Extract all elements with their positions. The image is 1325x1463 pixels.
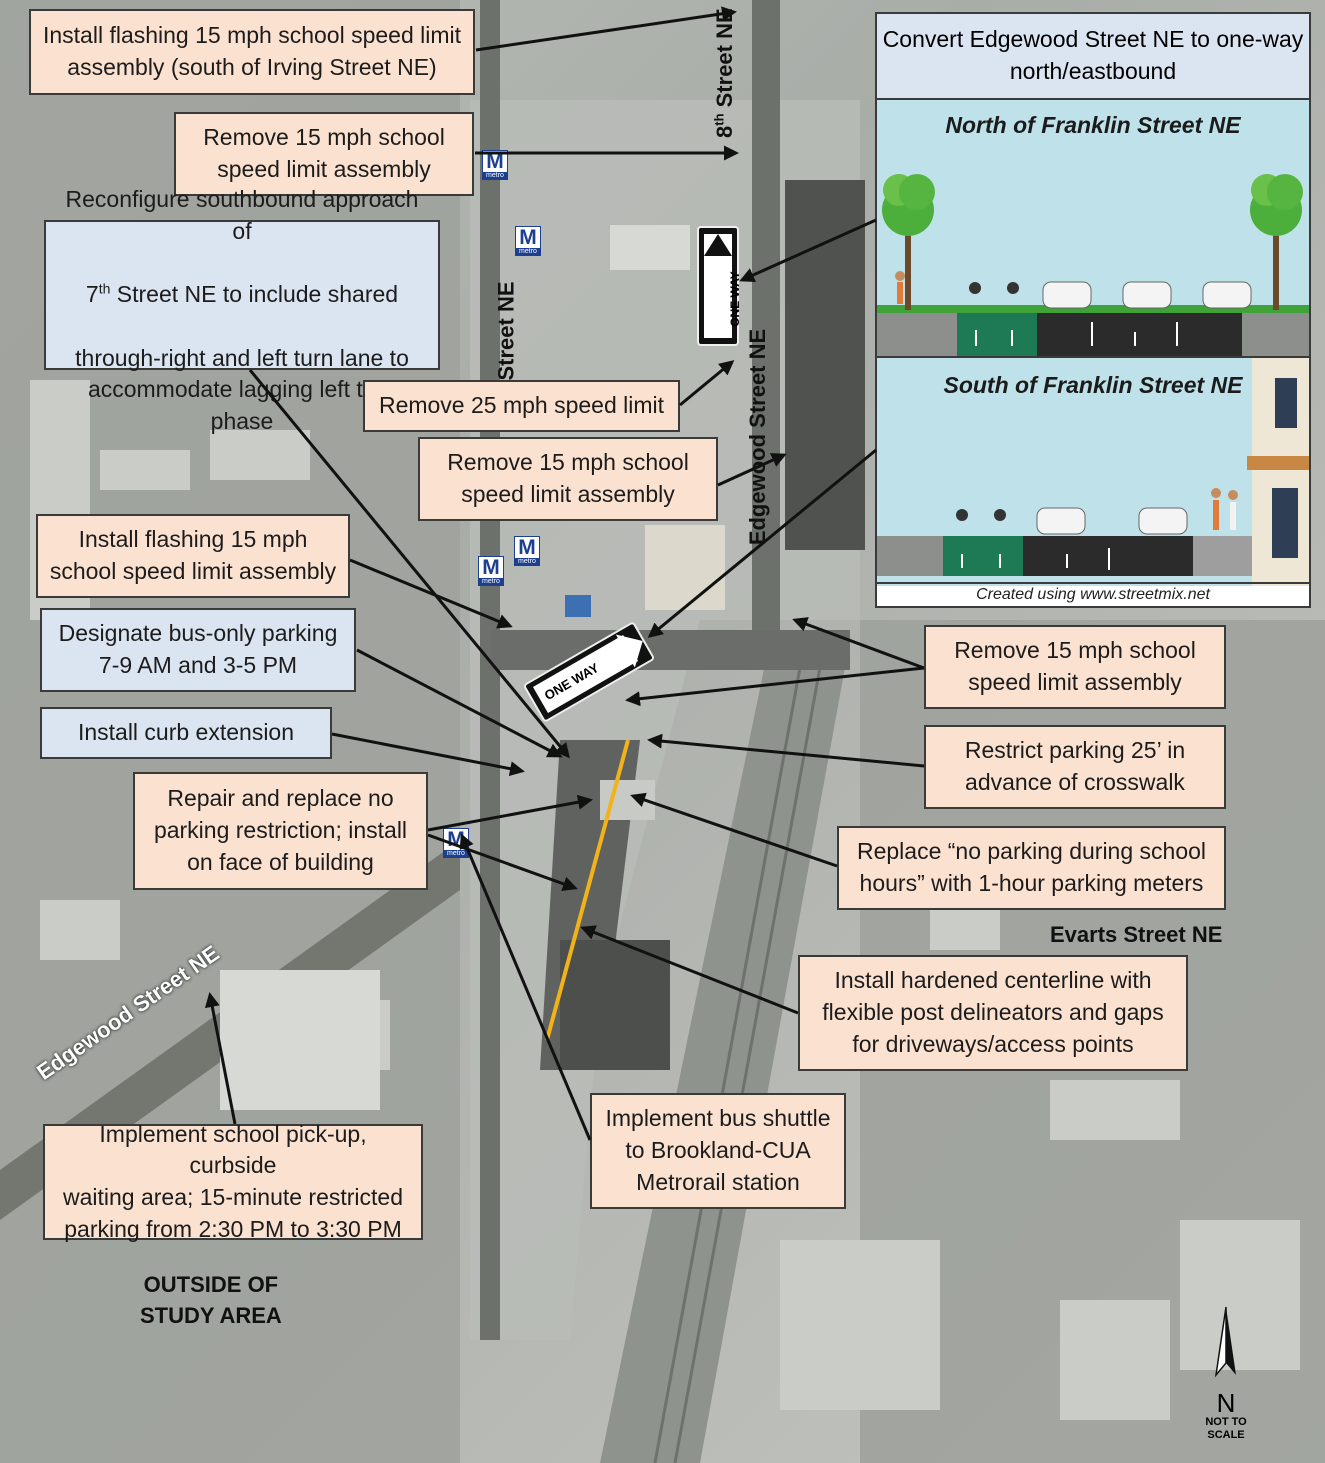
callout-install-flashing-irving: Install flashing 15 mph school speed lim… — [29, 9, 475, 95]
callout-replace-no-parking: Replace “no parking during school hours”… — [837, 826, 1226, 910]
north-section: North of Franklin Street NE — [877, 100, 1309, 356]
callout-install-flashing-15mph: Install flashing 15 mph school speed lim… — [36, 514, 350, 598]
callout-remove-15mph-mid: Remove 15 mph school speed limit assembl… — [418, 437, 718, 521]
south-section: South of Franklin Street NE — [877, 356, 1309, 586]
callout-hardened-centerline: Install hardened centerline with flexibl… — [798, 955, 1188, 1071]
callout-curb-extension: Install curb extension — [40, 707, 332, 759]
callout-bus-only-parking: Designate bus-only parking 7-9 AM and 3-… — [40, 608, 356, 692]
callout-school-pickup: Implement school pick-up, curbside waiti… — [43, 1121, 423, 1242]
outside-study-area-label: OUTSIDE OF STUDY AREA — [140, 1272, 282, 1328]
north-section-title: North of Franklin Street NE — [945, 112, 1241, 138]
callout-restrict-parking: Restrict parking 25’ in advance of cross… — [924, 725, 1226, 809]
street-label-evarts: Evarts Street NE — [1050, 922, 1223, 947]
cross-section-panel: Convert Edgewood Street NE to one-way no… — [875, 12, 1311, 608]
street-label-edgewood-vertical: Edgewood Street NE — [745, 328, 771, 546]
cross-section-header: Convert Edgewood Street NE to one-way no… — [877, 14, 1309, 100]
street-label-8th: 8th Street NE — [711, 8, 738, 139]
callout-repair-no-parking: Repair and replace no parking restrictio… — [133, 772, 428, 890]
north-letter: N — [1216, 1388, 1236, 1418]
callout-reconfigure-7th-street: Reconfigure southbound approach of 7th S… — [44, 186, 440, 434]
north-arrow-icon — [1214, 1306, 1236, 1378]
callout-remove-25mph: Remove 25 mph speed limit — [363, 380, 680, 432]
north-street-diagram — [877, 174, 1309, 356]
callout-remove-15mph-top: Remove 15 mph school speed limit assembl… — [174, 112, 474, 196]
one-way-sign-vertical: ONE WAY — [697, 226, 742, 346]
streetmix-credit: Created using www.streetmix.net — [877, 582, 1309, 606]
south-street-diagram — [877, 358, 1309, 586]
north-arrow: N NOT TO SCALE — [1196, 1305, 1256, 1445]
not-to-scale-note: NOT TO SCALE — [1205, 1416, 1247, 1441]
south-section-title: South of Franklin Street NE — [943, 372, 1243, 398]
callout-bus-shuttle: Implement bus shuttle to Brookland-CUA M… — [590, 1093, 846, 1209]
street-label-7th: Street NE — [493, 281, 519, 381]
callout-remove-15mph-right: Remove 15 mph school speed limit assembl… — [924, 625, 1226, 709]
